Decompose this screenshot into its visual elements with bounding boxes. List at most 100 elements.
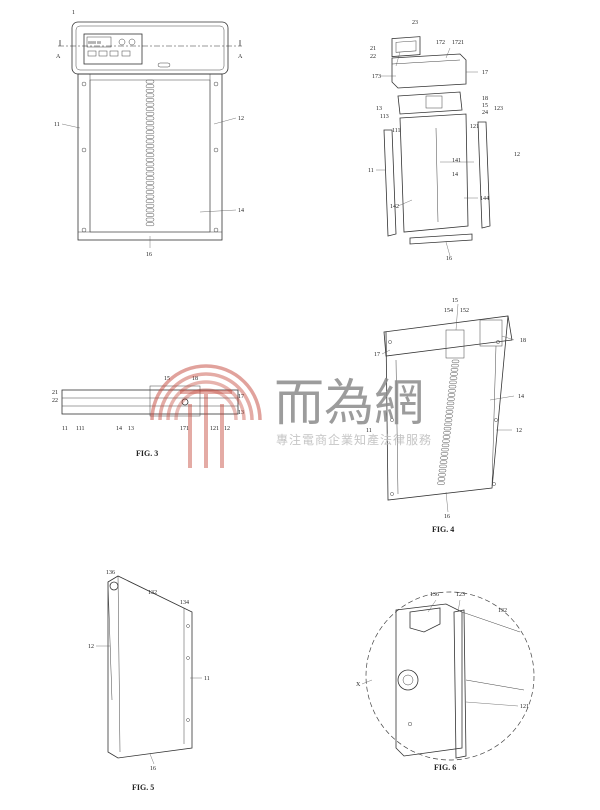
fig6-label-136: 136 [430,592,439,598]
fig2-label-141: 141 [452,158,461,164]
fig2: 23 21 22 172 1721 173 17 18 15 24 13 113… [368,20,520,262]
chain-link [440,456,448,460]
leader-line [61,123,81,129]
fig5-label-134: 134 [180,600,189,606]
fig4-top-housing [383,315,513,357]
fig6-edge-lines [461,611,525,691]
sheet-mark: 1 [72,10,75,16]
watermark-ring [150,364,262,421]
fig3-label-15: 15 [164,376,170,382]
fig1-section-a-left: A [56,54,61,60]
fig4-label-11: 11 [366,428,372,434]
fig1-label-14: 14 [238,208,244,214]
fig2-label-14: 14 [452,172,458,178]
chain-link [145,111,155,116]
fig4-label-154: 154 [444,308,453,314]
fig6-label-121: 121 [520,704,529,710]
chain-link [145,180,155,185]
fig4-label-16: 16 [444,514,450,520]
watermark-subtitle: 專注電商企業知產法律服務 [276,432,432,447]
fig3-label-22: 22 [52,398,58,404]
screw-icon [492,482,496,486]
fig4-leaders [381,303,515,513]
chain-link [145,79,155,84]
chain-link [145,203,155,208]
fig2-label-22: 22 [370,54,376,60]
fig5-label-16: 16 [150,766,156,772]
fig2-label-23: 23 [412,20,418,26]
fig1-button-icon [98,50,108,57]
fig6-bore [397,669,419,691]
fig3-label-171: 171 [180,426,189,432]
fig3-label-11: 11 [62,426,68,432]
fig4-label-17: 17 [374,352,380,358]
fig2-label-173: 173 [372,74,381,80]
chain-link [145,88,155,93]
chain-link [145,153,155,158]
fig6-bore-inner [402,674,414,686]
chain-link [145,176,155,181]
chain-link [145,190,155,194]
fig1-button-icon [109,50,119,57]
chain-link [145,134,155,139]
fig2-motor [425,95,443,109]
chain-link [444,422,452,427]
fig4-housing-18 [479,319,503,347]
fig2-label-144: 144 [480,196,489,202]
fig2-mechanism-box [397,91,463,115]
chain-link [445,414,453,418]
chain-link [145,194,155,199]
chain-link [145,217,155,222]
fig4-label-15: 15 [452,298,458,304]
fig3-label-21: 21 [52,390,58,396]
fig3-label-111: 111 [76,426,85,432]
fig2-label-1721: 1721 [452,40,464,46]
fig2-label-121: 121 [470,124,479,130]
fig4-mechanism [445,329,465,359]
fig2-label-172: 172 [436,40,445,46]
fig6-block [395,603,463,757]
chain-link [449,376,458,380]
chain-link [448,384,457,389]
fig1-display-text: 0000 00 [88,40,101,45]
fig4: 15 154 152 18 17 14 12 11 16 FIG. 4 [366,298,526,534]
fig1-button-icon [121,50,131,57]
fig5-label-11: 11 [204,676,210,682]
fig3-motor-box [149,385,201,417]
chain-link [439,460,448,464]
fig3-caption: FIG. 3 [136,449,158,458]
chain-link [145,139,155,144]
fig3-label-14: 14 [116,426,122,432]
fig2-label-24: 24 [482,110,488,116]
chain-link [145,185,155,190]
fig2-label-18: 18 [482,96,488,102]
fig1-top-housing [71,21,229,75]
leader-line [213,117,237,125]
chain-link [145,84,155,89]
watermark-ring [166,380,246,421]
fig1-section-a-right: A [238,54,243,60]
fig2-label-11: 11 [368,168,374,174]
chain-link [450,372,458,376]
chain-link [145,107,155,112]
chain-link [440,452,449,456]
fig6-leaders [361,599,519,707]
fig1-knob-icon [118,38,126,46]
fig1-label-16: 16 [146,252,152,258]
chain-link [145,102,155,107]
watermark-ring [174,388,238,421]
chain-link [443,426,452,431]
fig2-label-15: 15 [482,103,488,109]
fig5-hinge [109,581,119,591]
fig6: 136 123 132 121 X FIG. 6 [356,591,535,772]
chain-link [145,199,155,204]
fig2-bottom-bar [409,233,473,245]
chain-link [447,393,456,397]
chain-link [145,157,155,162]
screw-icon [390,492,394,496]
watermark-title: 而為網 [274,374,424,432]
fig6-label-132: 132 [498,608,507,614]
chain-link [449,380,457,385]
screw-icon [81,147,87,153]
chain-link [145,213,155,217]
